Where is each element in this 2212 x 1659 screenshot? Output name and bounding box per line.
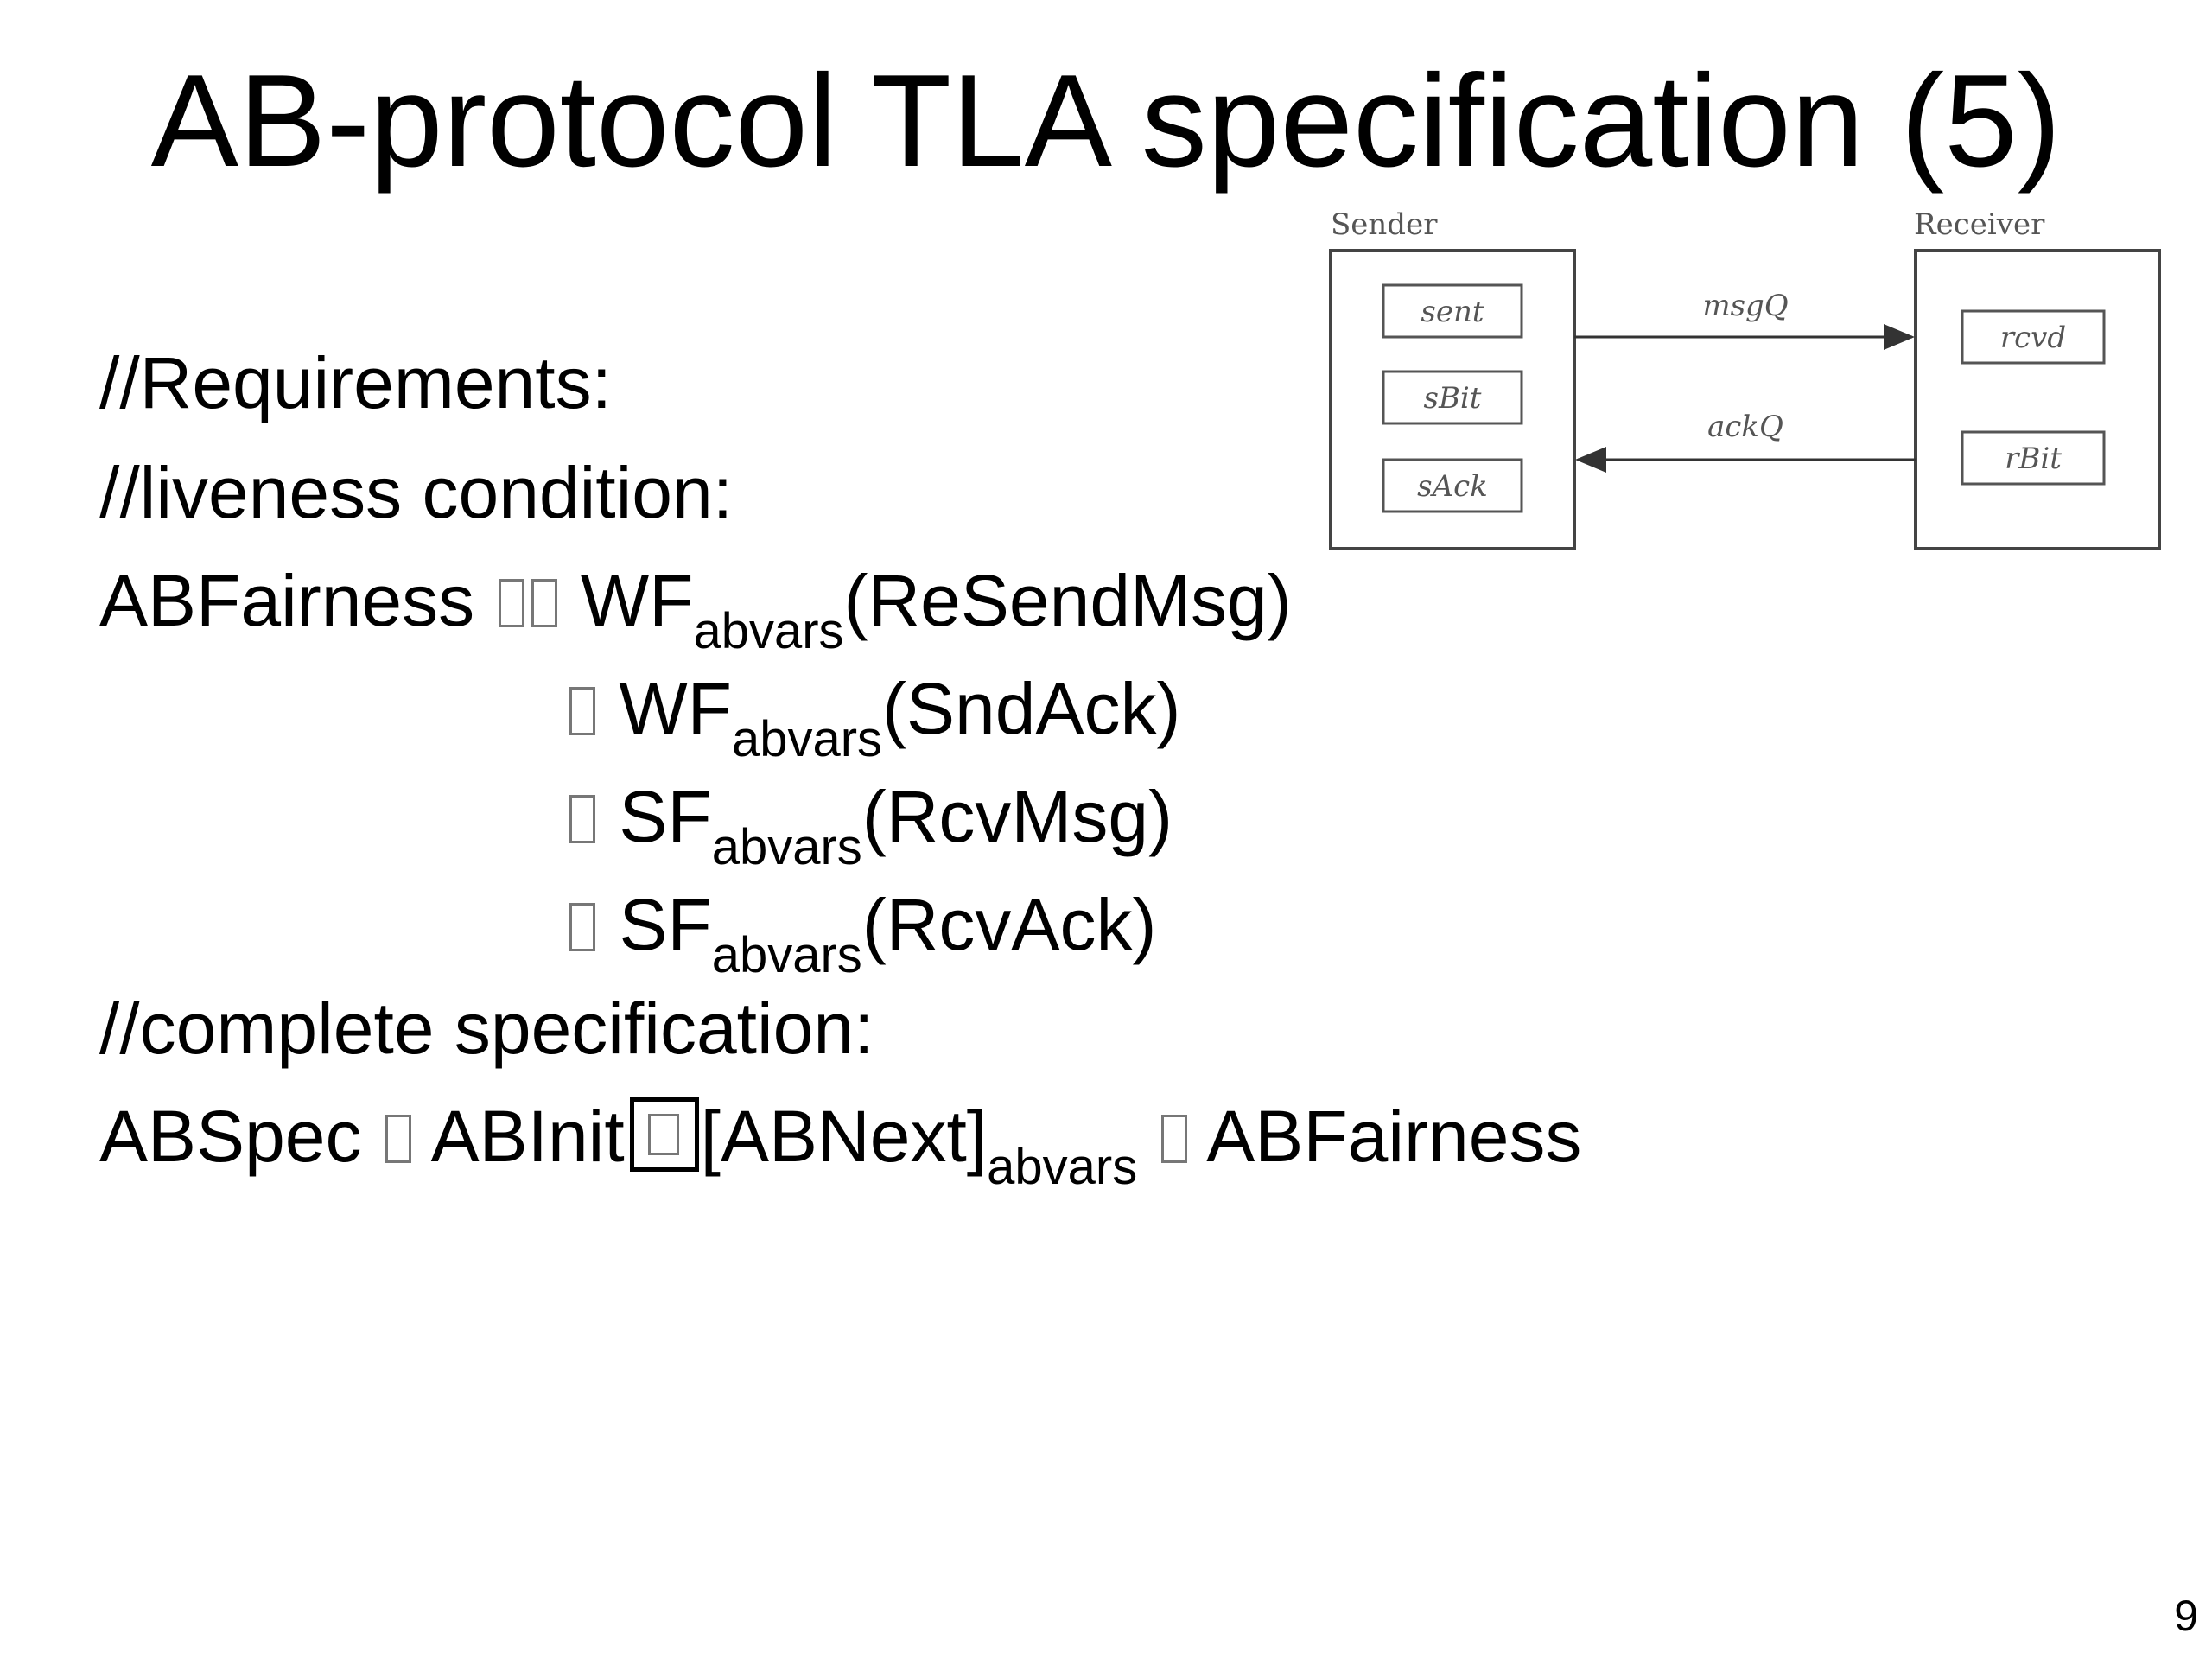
missing-glyph-symbol <box>569 903 595 951</box>
abvars-subscript: abvars <box>711 927 862 984</box>
var-sent: sent <box>1421 295 1484 329</box>
channel-ackq-label: ackQ <box>1707 410 1783 444</box>
abvars-subscript: abvars <box>987 1139 1138 1196</box>
receiver-label: Receiver <box>1914 207 2045 242</box>
var-rcvd-box <box>1961 309 2106 365</box>
page-number: 9 <box>2174 1592 2198 1640</box>
abfairness-definition-line: ABFairness WFabvars(ReSendMsg) <box>99 557 1292 657</box>
missing-glyph-symbol <box>569 687 595 735</box>
var-rbit-box <box>1961 430 2106 486</box>
var-sack: sAck <box>1417 469 1488 504</box>
complete-spec-comment: //complete specification: <box>99 988 874 1069</box>
slide-title: AB-protocol TLA specification (5) <box>150 48 2062 194</box>
abvars-subscript: abvars <box>731 711 883 768</box>
missing-glyph-symbol <box>531 579 557 627</box>
sf-operator: SF <box>619 776 712 857</box>
abnext-ref: [ABNext] <box>700 1096 988 1177</box>
sf-operator: SF <box>619 884 712 965</box>
resendmsg-action: (ReSendMsg) <box>843 560 1292 641</box>
sndack-action: (SndAck) <box>882 668 1181 749</box>
abspec-definition-line: ABSpec ABInit[ABNext]abvars ABFairness <box>99 1093 1582 1192</box>
rcvmsg-action: (RcvMsg) <box>861 776 1173 857</box>
var-rbit: rBit <box>2005 442 2062 476</box>
sender-label: Sender <box>1331 207 1438 242</box>
abfairness-name: ABFairness <box>99 560 475 641</box>
var-sbit-box <box>1382 370 1523 425</box>
abspec-name: ABSpec <box>99 1096 362 1177</box>
wf-operator: WF <box>580 560 694 641</box>
rcvack-line: SFabvars(RcvAck) <box>566 881 1157 981</box>
abvars-subscript: abvars <box>693 603 844 660</box>
ab-protocol-diagram: Sender sent sBit sAck Receiver rcvd rBit… <box>1326 203 2173 557</box>
var-sack-box <box>1382 458 1523 513</box>
var-sent-box <box>1382 283 1523 339</box>
sender-box <box>1329 249 1576 550</box>
sndack-line: WFabvars(SndAck) <box>566 665 1181 765</box>
missing-glyph-symbol <box>1160 1115 1187 1163</box>
requirements-comment: //Requirements: <box>99 342 612 423</box>
abvars-subscript: abvars <box>711 819 862 876</box>
missing-glyph-symbol <box>569 795 595 843</box>
receiver-box <box>1914 249 2161 550</box>
var-sbit: sBit <box>1424 381 1482 416</box>
missing-glyph-symbol <box>498 579 524 627</box>
channel-msgq-label: msgQ <box>1702 289 1788 323</box>
rcvack-action: (RcvAck) <box>861 884 1157 965</box>
missing-glyph-symbol <box>385 1115 411 1163</box>
liveness-comment: //liveness condition: <box>99 452 734 533</box>
abinit-ref: ABInit <box>430 1096 625 1177</box>
abfairness-ref: ABFairness <box>1206 1096 1582 1177</box>
missing-glyph-box-symbol <box>629 1097 699 1172</box>
var-rcvd: rcvd <box>2000 321 2066 355</box>
wf-operator: WF <box>619 668 732 749</box>
rcvmsg-line: SFabvars(RcvMsg) <box>566 773 1173 873</box>
